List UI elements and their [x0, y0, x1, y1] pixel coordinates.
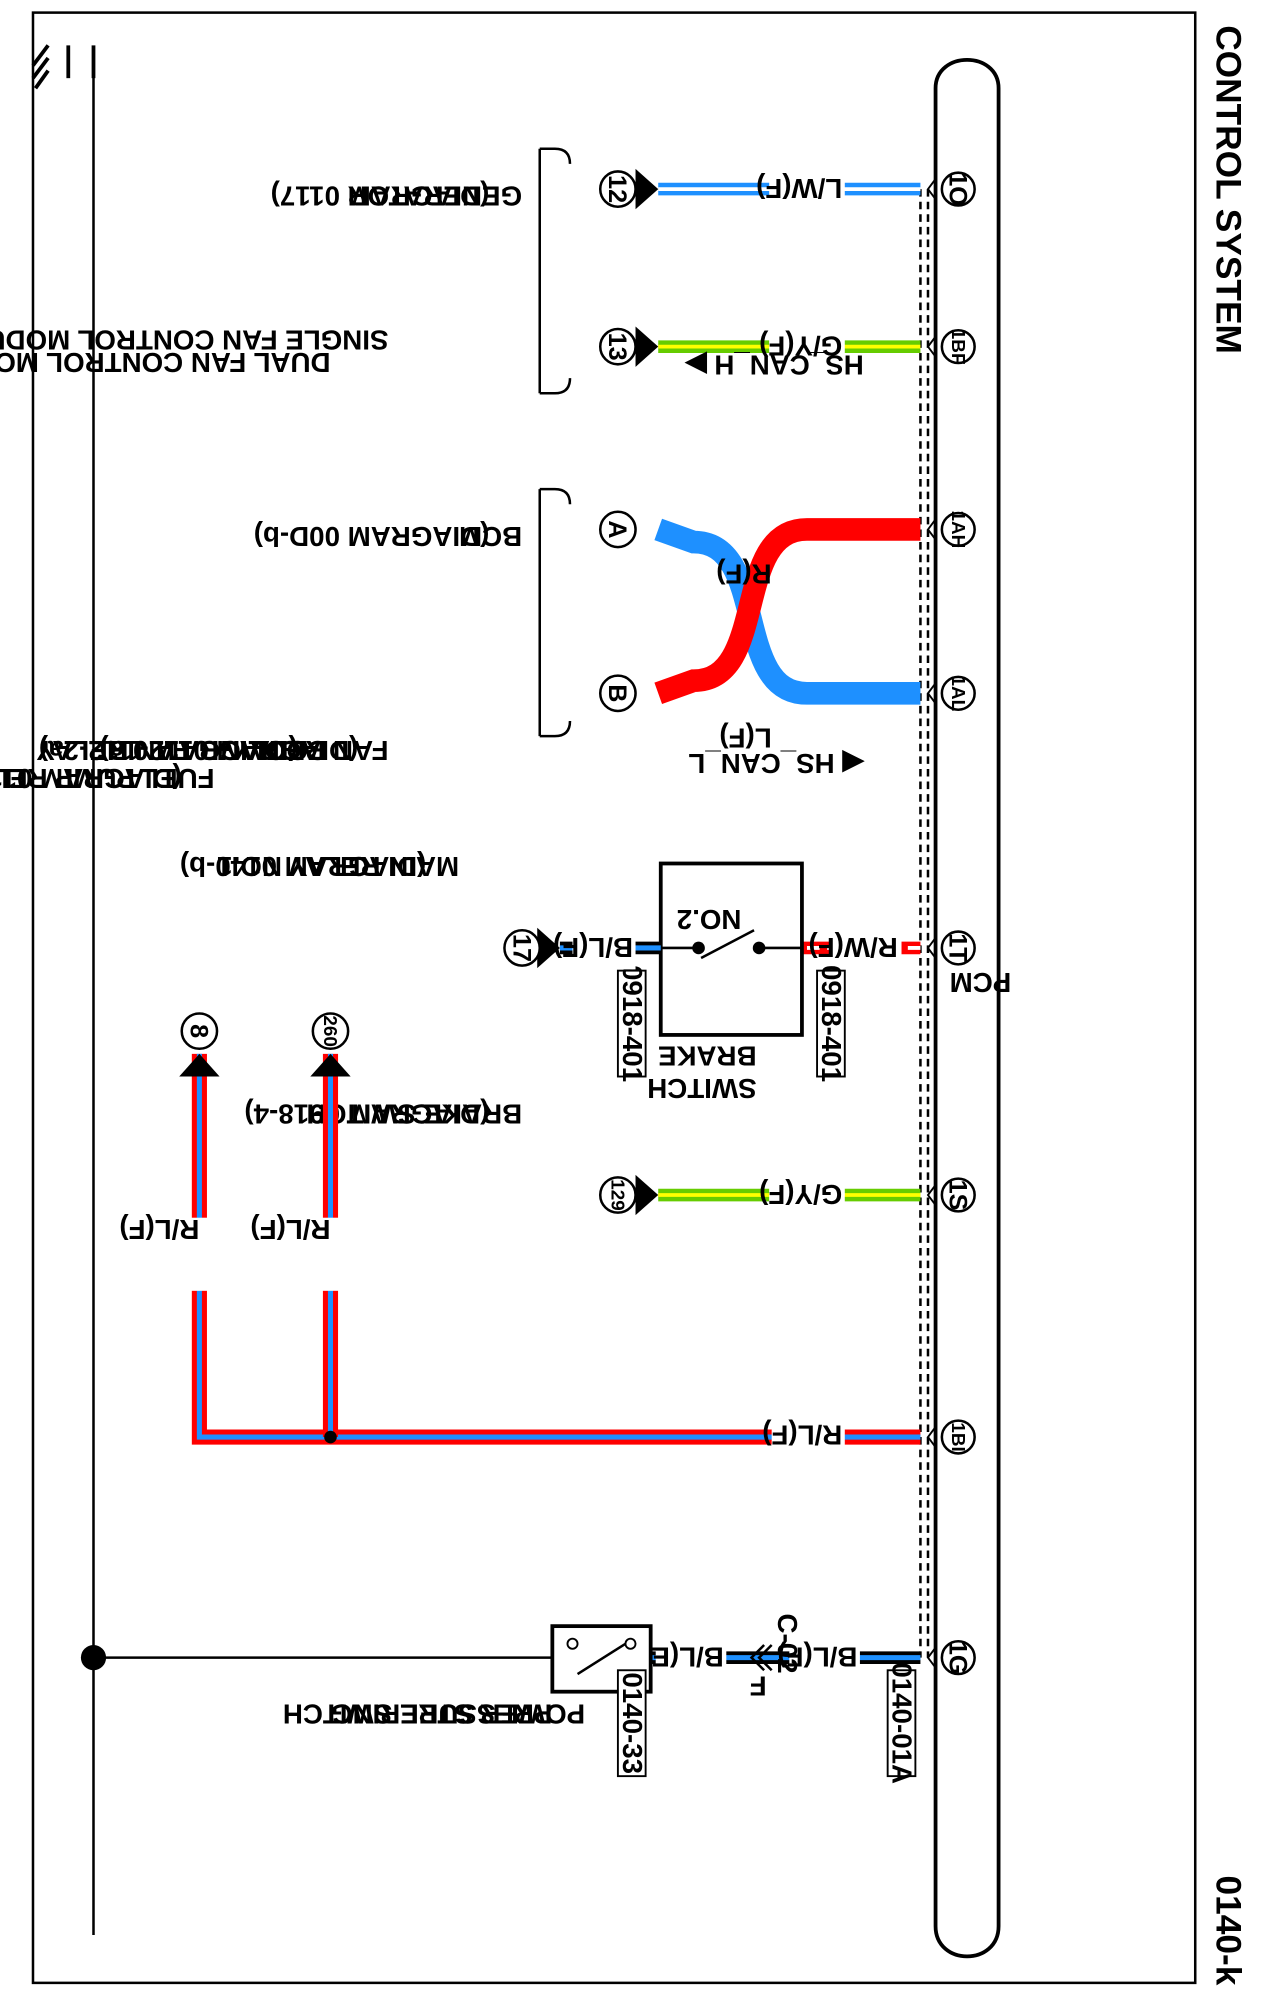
- svg-text:1S: 1S: [943, 1180, 971, 1211]
- pin-1T: 1T: [940, 930, 976, 966]
- power-steering-line2: PRESSURE SWITCH: [283, 1698, 553, 1729]
- bcm-pin-b: B: [598, 674, 637, 713]
- wire-label-17: B/L(F): [553, 932, 633, 963]
- cooling-relay-ref: (DIAGRAM 0112-2a): [39, 735, 298, 766]
- page-frame: [31, 11, 1197, 1985]
- brake-switch-contact-label: NO.2: [677, 904, 742, 935]
- pin-1AH: 1AH: [940, 511, 976, 549]
- svg-text:1AH: 1AH: [947, 511, 968, 549]
- svg-text:1BI: 1BI: [947, 1422, 968, 1451]
- brake-connector-bottom-box: [616, 969, 647, 1078]
- wire-1BI: R/L(F) R/L(F) R/L(F): [119, 1053, 921, 1458]
- svg-text:B: B: [603, 684, 631, 702]
- wire-label-1AH: R(F): [716, 559, 771, 590]
- pin-chevrons: [926, 178, 937, 1669]
- pcm-label: PCM: [950, 967, 1012, 998]
- brake-connector-bottom: 0918-401: [617, 965, 648, 1082]
- svg-text:1O: 1O: [943, 172, 971, 206]
- fan-relay-ref: (DIAGRAM 0112-1a): [99, 735, 358, 766]
- wire-label-1BF: G/Y(F): [759, 331, 842, 362]
- svg-text:1AL: 1AL: [947, 675, 968, 711]
- power-steering-switch-contact: [566, 1637, 637, 1676]
- dual-fan-label: DUAL FAN CONTROL MODULE ⟶: [0, 347, 330, 378]
- page-title: CONTROL SYSTEM: [1209, 25, 1248, 354]
- wire-17: B/L(F): [537, 926, 661, 970]
- single-fan-label: SINGLE FAN CONTROL MODULE ⟶: [0, 324, 388, 355]
- brake-switch-name2: SWITCH: [647, 1073, 756, 1104]
- joint-side: F: [750, 1671, 767, 1702]
- joint-name: C-02: [772, 1614, 803, 1674]
- wire-label-1S: G/Y(F): [759, 1179, 842, 1210]
- bcm-bracket: [538, 487, 572, 738]
- wire-label-8: R/L(F): [119, 1214, 199, 1245]
- ps-connector-box: [616, 1669, 647, 1778]
- svg-text:12: 12: [603, 175, 631, 203]
- wire-1BF: G/Y(F): [658, 325, 921, 369]
- wire-label-1T: R/W(F): [808, 932, 897, 963]
- generator-pin-13: 13: [598, 326, 659, 367]
- brake-switch-ref-line1: BRAKE SWITCH: [306, 1098, 522, 1129]
- ground-icon: [31, 44, 96, 90]
- generator-pin-12: 12: [598, 168, 659, 210]
- wire-1G: B/L(F) B/L(EM): [619, 1636, 921, 1680]
- page-id: 0140-k: [1209, 1876, 1248, 1986]
- pin-1O: 1O: [940, 171, 976, 207]
- can-low-label: ◀ HS_CAN_L: [688, 748, 864, 779]
- fan-pin-260: 260: [310, 1012, 351, 1077]
- main-relay-line1: MAIN RELAY NO.1: [217, 851, 459, 882]
- generator-name: GENERATOR: [348, 181, 523, 212]
- bcm-pin-a: A: [598, 510, 637, 549]
- fuel-pump-pin-8: 8: [179, 1012, 220, 1077]
- brake-switch-contact: [660, 929, 802, 960]
- brake-connector-top: 0918-401: [816, 965, 847, 1082]
- pcm-connector-label: 0140-01A: [887, 1662, 918, 1784]
- wire-1T: R/W(F): [801, 926, 921, 970]
- ps-connector: 0140-33: [617, 1672, 648, 1774]
- svg-text:1T: 1T: [943, 933, 971, 963]
- pcm-pins: 1O 1BF 1AH 1AL 1T 1S 1BI 1G: [940, 171, 976, 1676]
- svg-text:13: 13: [603, 333, 631, 361]
- svg-text:1G: 1G: [943, 1641, 971, 1675]
- can-twisted-pair: [654, 518, 921, 705]
- pin-1G: 1G: [940, 1639, 976, 1676]
- wire-1O: L/W(F): [658, 167, 921, 211]
- wire-label-1O: L/W(F): [756, 173, 842, 204]
- fuel-pump-line1: FUEL PUMP RELAY: [0, 763, 215, 794]
- fan-relay-label: FAN RELAY: [233, 735, 388, 766]
- wire-label-1BI: R/L(F): [762, 1420, 842, 1451]
- pin-1S: 1S: [940, 1177, 976, 1213]
- svg-text:17: 17: [507, 934, 535, 962]
- cooling-relay-label: COOLING FAN RELAY: [36, 735, 328, 766]
- bcm-ref: (DIAGRAM 00D-b): [254, 521, 490, 552]
- wire-label-260: R/L(F): [250, 1214, 330, 1245]
- pin-1BF: 1BF: [940, 329, 976, 365]
- main-relay-line2: (DIAGRAM 0140-b): [180, 851, 426, 882]
- wire-label-1G: B/L(F): [777, 1642, 857, 1673]
- svg-text:A: A: [603, 520, 631, 538]
- joint-connector: C-02 F: [750, 1614, 803, 1702]
- main-relay-pin-17: 17: [503, 929, 541, 967]
- generator-ref: (DIAGRAM 0117): [271, 181, 490, 212]
- brake-switch-ref-pin-129: 129: [598, 1176, 637, 1214]
- can-high-label: HS_CAN_H ▶: [684, 349, 864, 380]
- svg-text:260: 260: [319, 1015, 340, 1047]
- pin-1AL: 1AL: [940, 675, 976, 711]
- svg-text:129: 129: [607, 1179, 628, 1211]
- pin-1BI: 1BI: [940, 1419, 976, 1455]
- brake-connector-top-box: [816, 969, 846, 1078]
- brake-switch-name: BRAKE: [658, 1040, 757, 1071]
- pcm-connector-box: [886, 1669, 917, 1778]
- generator-bracket: [538, 147, 572, 395]
- fuel-pump-line2: (DIAGRAM 0114): [0, 763, 182, 794]
- power-steering-line1: POWER STEERING: [331, 1698, 585, 1729]
- wire-1S: G/Y(F): [635, 1173, 921, 1217]
- wire-label-1AL: L(F): [719, 723, 771, 754]
- svg-text:1BF: 1BF: [947, 329, 968, 365]
- brake-switch-ref-line2: (DIAGRAM 0918-4): [244, 1098, 489, 1129]
- svg-text:8: 8: [185, 1024, 213, 1038]
- bcm-name: BCM: [459, 521, 522, 552]
